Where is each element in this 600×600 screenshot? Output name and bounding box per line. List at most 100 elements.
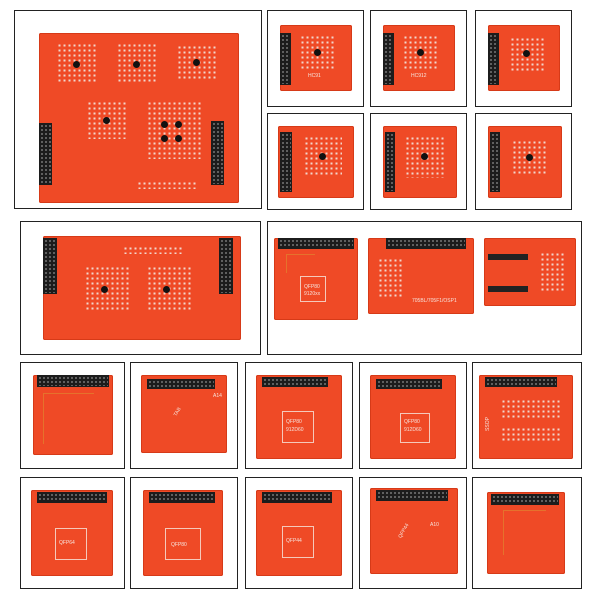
pcb-board bbox=[43, 236, 241, 340]
pin-header bbox=[278, 238, 354, 249]
pin-header bbox=[262, 377, 328, 387]
qfp-footprint bbox=[282, 526, 314, 558]
pcb-board: QFP44 bbox=[256, 490, 342, 576]
component-pads bbox=[137, 181, 197, 189]
silkscreen-label: QFP80 bbox=[304, 284, 320, 290]
pcb-board: QFP80 9120xx bbox=[274, 238, 358, 320]
adapter-panel-21 bbox=[472, 477, 582, 589]
pin-header bbox=[386, 238, 466, 249]
mounting-hole bbox=[73, 61, 80, 68]
pcb-board: TAB A14 bbox=[141, 375, 227, 453]
pin-header bbox=[385, 132, 395, 192]
pin-header bbox=[280, 33, 291, 85]
pin-header bbox=[376, 490, 448, 501]
silkscreen-label: A10 bbox=[430, 522, 439, 528]
mounting-hole bbox=[133, 61, 140, 68]
pin-header-row bbox=[488, 286, 528, 292]
mounting-hole bbox=[101, 286, 108, 293]
pin-header bbox=[147, 379, 215, 389]
mounting-hole bbox=[163, 286, 170, 293]
pcb-board: SSOP bbox=[479, 375, 573, 459]
adapter-panel-4 bbox=[475, 10, 572, 107]
chip-socket-pads bbox=[147, 101, 203, 159]
adapter-panel-6 bbox=[370, 113, 467, 210]
pcb-board: HC91 bbox=[280, 25, 352, 91]
pcb-board bbox=[484, 238, 576, 306]
adapter-panel-14: QFP80 912D60 bbox=[245, 362, 353, 469]
mounting-hole bbox=[523, 50, 530, 57]
adapter-panel-8 bbox=[20, 221, 261, 355]
adapter-panel-16: SSOP bbox=[472, 362, 582, 469]
adapter-panel-7 bbox=[475, 113, 572, 210]
silkscreen-label: SSOP bbox=[484, 417, 491, 431]
silkscreen-label: QFP80 bbox=[404, 419, 420, 425]
mounting-hole bbox=[161, 135, 168, 142]
mounting-hole bbox=[314, 49, 321, 56]
mounting-hole bbox=[526, 154, 533, 161]
mounting-hole bbox=[421, 153, 428, 160]
silkscreen-label: HC912 bbox=[411, 73, 427, 79]
silkscreen-label: QFP64 bbox=[59, 540, 75, 546]
component-pads bbox=[540, 252, 566, 292]
pcb-traces bbox=[43, 393, 94, 444]
pcb-board bbox=[278, 126, 354, 198]
pcb-board: 705BL/705F1/OSP1 bbox=[368, 238, 474, 314]
silkscreen-label: TAB bbox=[172, 406, 183, 418]
mounting-hole bbox=[175, 135, 182, 142]
pcb-board bbox=[33, 375, 113, 455]
adapter-panel-main bbox=[14, 10, 262, 209]
qfp-footprint bbox=[165, 528, 201, 560]
component-pads bbox=[378, 258, 404, 298]
silkscreen-label: QFP44 bbox=[397, 522, 411, 540]
qfp-footprint bbox=[400, 413, 430, 443]
silkscreen-label: QFP44 bbox=[286, 538, 302, 544]
adapter-panel-2: HC91 bbox=[267, 10, 364, 107]
silkscreen-label: A14 bbox=[213, 393, 222, 399]
adapter-panel-15: QFP80 912D60 bbox=[359, 362, 467, 469]
mounting-hole bbox=[161, 121, 168, 128]
pin-header bbox=[37, 492, 107, 503]
pin-header bbox=[485, 377, 557, 387]
adapter-panel-20: QFP44 A10 bbox=[359, 477, 467, 589]
mounting-hole bbox=[175, 121, 182, 128]
silkscreen-label: 912D60 bbox=[404, 427, 422, 433]
pin-header bbox=[376, 379, 442, 389]
pin-header bbox=[383, 33, 394, 85]
pcb-board bbox=[488, 25, 560, 91]
pcb-traces bbox=[503, 510, 546, 555]
pcb-board bbox=[39, 33, 239, 203]
mounting-hole bbox=[193, 59, 200, 66]
adapter-panel-13: TAB A14 bbox=[130, 362, 238, 469]
adapter-panel-18: QFP80 bbox=[130, 477, 238, 589]
pin-header bbox=[488, 33, 499, 85]
pcb-traces bbox=[286, 254, 315, 273]
component-pads bbox=[501, 399, 561, 419]
silkscreen-label: QFP80 bbox=[286, 419, 302, 425]
silkscreen-label: QFP80 bbox=[171, 542, 187, 548]
pin-header bbox=[37, 375, 109, 387]
pin-header bbox=[39, 123, 52, 185]
silkscreen-label: HC91 bbox=[308, 73, 321, 79]
mounting-hole bbox=[103, 117, 110, 124]
mounting-hole bbox=[319, 153, 326, 160]
qfp-footprint bbox=[282, 411, 314, 443]
adapter-panel-19: QFP44 bbox=[245, 477, 353, 589]
component-pads bbox=[501, 427, 561, 441]
silkscreen-label: 9120xx bbox=[304, 291, 321, 297]
pin-header bbox=[219, 238, 233, 294]
pcb-board: QFP80 bbox=[143, 490, 223, 576]
adapter-panel-3: HC912 bbox=[370, 10, 467, 107]
component-pads bbox=[123, 246, 183, 254]
pin-header bbox=[491, 494, 559, 505]
pin-header bbox=[262, 492, 332, 503]
mounting-hole bbox=[417, 49, 424, 56]
pcb-board: QFP44 A10 bbox=[370, 488, 458, 574]
pin-header bbox=[490, 132, 500, 192]
pin-header-row bbox=[488, 254, 528, 260]
qfp-footprint bbox=[300, 276, 326, 302]
pcb-board: QFP80 912D60 bbox=[370, 375, 456, 459]
silkscreen-label: 912D60 bbox=[286, 427, 304, 433]
adapter-panel-9: QFP80 9120xx 705BL/705F1/OSP1 bbox=[267, 221, 582, 355]
silkscreen-label: 705BL/705F1/OSP1 bbox=[412, 298, 457, 304]
pin-header bbox=[149, 492, 215, 503]
